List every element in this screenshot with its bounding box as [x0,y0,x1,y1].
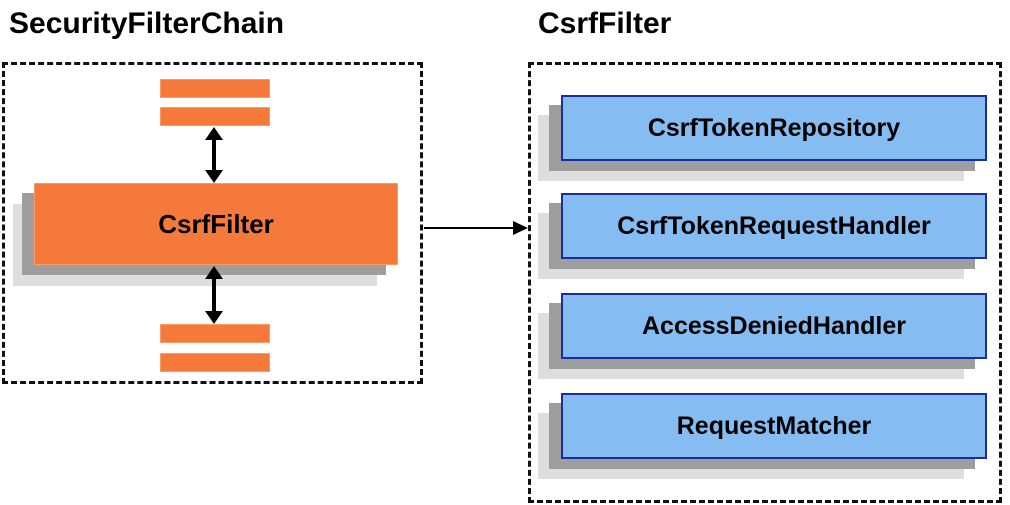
component-box-access-denied-handler: AccessDeniedHandler [561,293,987,359]
component-box-label: RequestMatcher [676,411,872,440]
arrow-right-head-icon [513,220,528,235]
filter-placeholder-bar [160,353,270,372]
security-filter-chain-title: SecurityFilterChain [9,7,285,40]
arrow-up-head-icon [205,127,223,140]
component-box-label: CsrfTokenRepository [647,113,901,142]
arrow-down-head-icon [205,170,223,183]
filter-placeholder-bar [160,79,270,98]
filter-placeholder-bar [160,107,270,126]
double-arrow-icon [205,266,223,324]
arrow-down-head-icon [205,311,223,324]
csrf-filter-box: CsrfFilter [34,183,398,265]
arrow-line [212,279,216,311]
double-arrow-icon [205,127,223,183]
component-box-label: CsrfTokenRequestHandler [617,211,931,240]
csrf-filter-box-label: CsrfFilter [158,208,274,239]
arrow-up-head-icon [205,266,223,279]
csrf-filter-panel [528,62,1002,503]
security-filter-chain-panel [2,62,423,384]
flow-arrow-icon [424,220,528,235]
filter-placeholder-bar [160,324,270,343]
component-box-csrf-token-repository: CsrfTokenRepository [561,95,987,161]
component-box-label: AccessDeniedHandler [641,311,906,340]
component-box-csrf-token-request-handler: CsrfTokenRequestHandler [561,193,987,259]
csrf-filter-panel-title: CsrfFilter [538,7,672,40]
arrow-line [424,226,513,229]
arrow-line [212,140,216,170]
component-box-request-matcher: RequestMatcher [561,393,987,459]
